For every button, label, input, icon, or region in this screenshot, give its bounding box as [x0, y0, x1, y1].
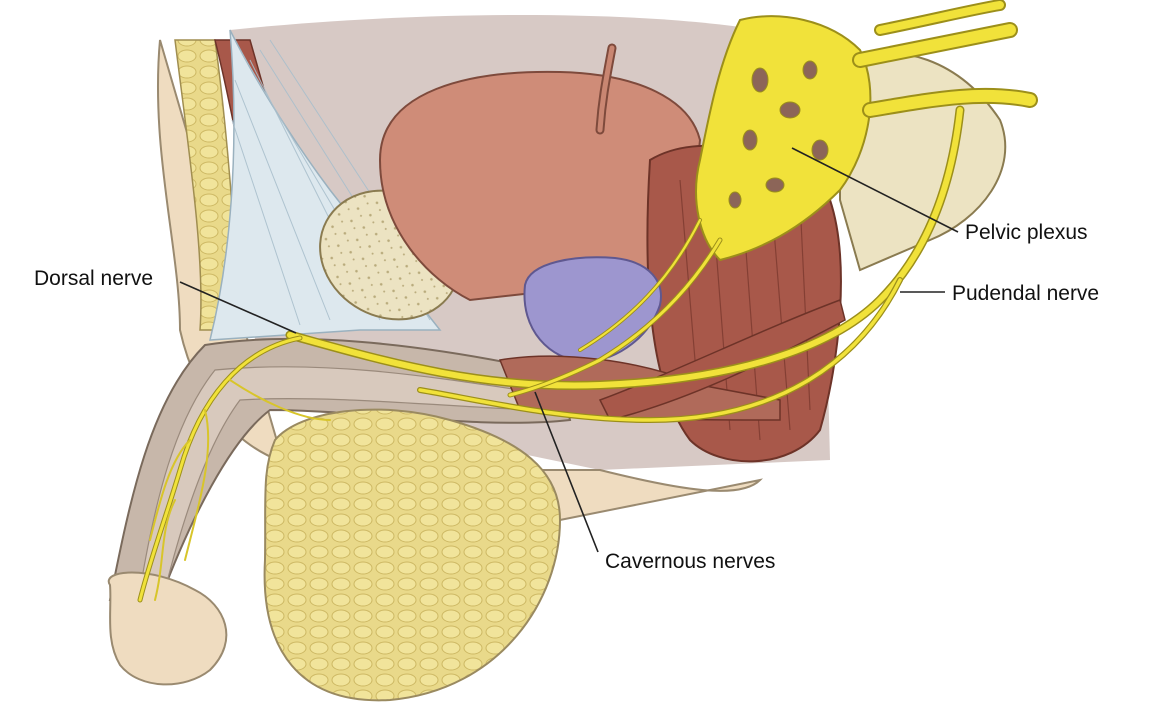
leader-dorsal-nerve: [179, 281, 297, 334]
label-dorsal-nerve: Dorsal nerve: [34, 267, 154, 290]
label-cavernous-nerves: Cavernous nerves: [605, 550, 776, 573]
label-pudendal-nerve: Pudendal nerve: [952, 282, 1100, 305]
nerve-network: [137, 0, 1038, 603]
leader-cavernous-nerves: [534, 391, 599, 553]
leader-pelvic-plexus: [791, 147, 959, 233]
label-pelvic-plexus: Pelvic plexus: [965, 221, 1088, 244]
scrotum: [263, 408, 562, 702]
levator-sling: [598, 299, 846, 421]
prostate: [523, 256, 662, 364]
leader-lines: [179, 147, 959, 553]
bladder: [378, 70, 702, 302]
glans: [107, 571, 228, 686]
